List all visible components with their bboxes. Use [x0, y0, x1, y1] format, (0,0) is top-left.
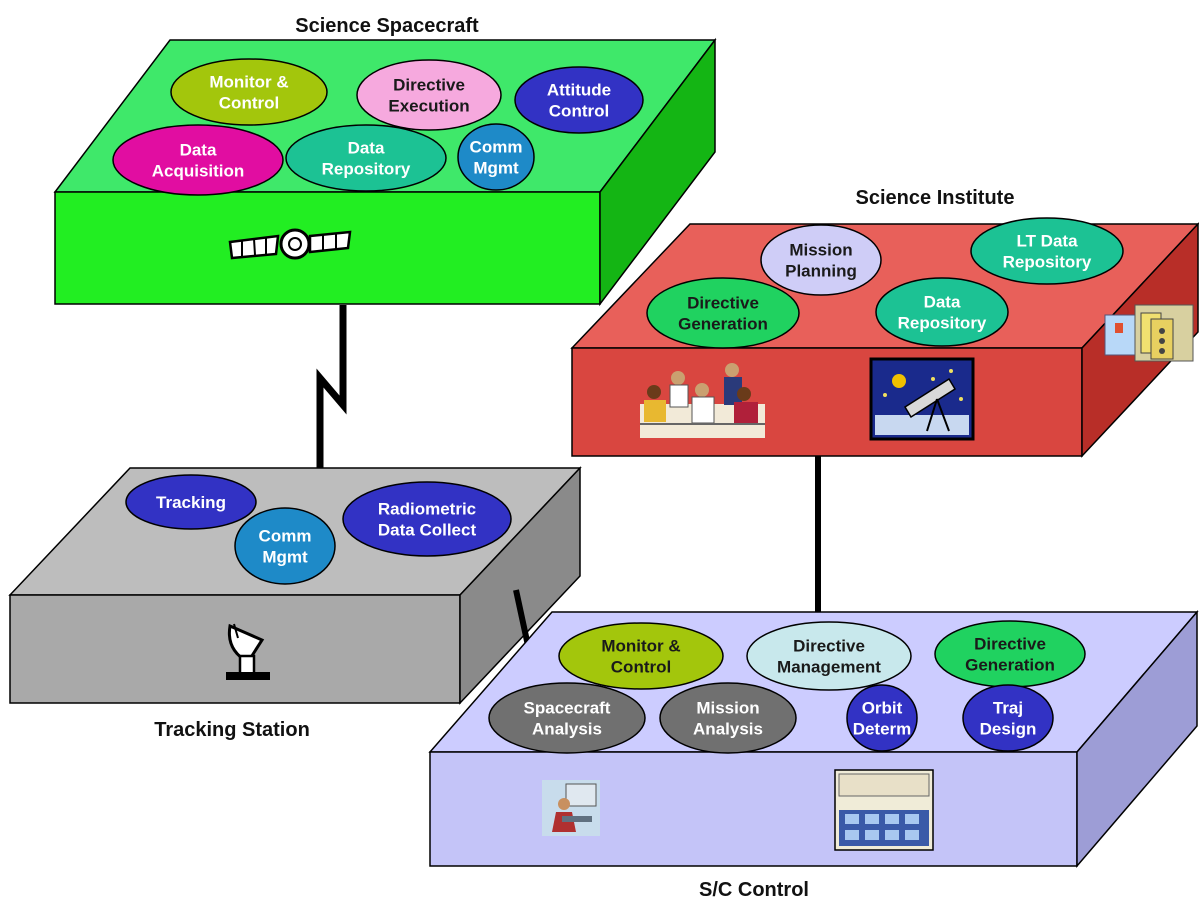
- node-label: Tracking: [156, 493, 226, 512]
- node-sc-monitor: Monitor & Control: [170, 58, 328, 126]
- node-label: Acquisition: [152, 162, 245, 181]
- node-ts-tracking: Tracking: [125, 474, 257, 530]
- satellite-icon: [228, 228, 352, 260]
- node-label: Generation: [965, 656, 1055, 675]
- node-ellipse: [125, 474, 257, 530]
- node-ellipse: [514, 66, 644, 134]
- node-label: Directive: [793, 637, 865, 656]
- node-label: Traj: [993, 699, 1023, 718]
- node-label: Comm: [470, 138, 523, 157]
- node-ellipse: [875, 277, 1009, 347]
- node-ellipse: [659, 682, 797, 754]
- meeting-people-icon: [640, 363, 765, 438]
- node-label: Mgmt: [262, 548, 308, 567]
- node-ellipse: [934, 620, 1086, 688]
- node-label: Data: [348, 139, 385, 158]
- node-ellipse: [356, 59, 502, 131]
- telescope-icon: [869, 357, 975, 441]
- node-ellipse: [646, 277, 800, 349]
- node-ellipse: [342, 481, 512, 557]
- node-label: Data Collect: [378, 521, 477, 540]
- node-ellipse: [488, 682, 646, 754]
- node-cc-monitor: Monitor & Control: [558, 622, 724, 690]
- spacecraft-title: Science Spacecraft: [295, 15, 479, 37]
- node-label: Mgmt: [473, 159, 519, 178]
- node-label: Repository: [322, 160, 411, 179]
- node-ellipse: [746, 621, 912, 691]
- node-label: Directive: [687, 294, 759, 313]
- node-label: Monitor &: [601, 637, 680, 656]
- node-ellipse: [112, 124, 284, 196]
- function-nodes: Monitor &ControlDirectiveExecutionAttitu…: [112, 58, 1124, 754]
- node-label: Orbit: [862, 699, 903, 718]
- node-ellipse: [234, 507, 336, 585]
- node-ellipse: [970, 217, 1124, 285]
- node-label: Spacecraft: [524, 699, 611, 718]
- tracking-title: Tracking Station: [154, 719, 310, 741]
- filing-cabinet-icon: [1104, 304, 1194, 362]
- spacecraft-side-face: [599, 37, 716, 307]
- node-label: Design: [980, 720, 1037, 739]
- tracking-side-face: [459, 466, 581, 705]
- node-label: Attitude: [547, 81, 611, 100]
- node-label: Management: [777, 658, 881, 677]
- control-title: S/C Control: [699, 879, 809, 901]
- node-label: Comm: [259, 527, 312, 546]
- control-front-face: [429, 751, 1078, 867]
- institute-title: Science Institute: [856, 187, 1015, 209]
- node-label: Execution: [388, 97, 469, 116]
- node-label: Directive: [393, 76, 465, 95]
- node-label: Mission: [696, 699, 759, 718]
- node-ellipse: [846, 684, 918, 752]
- node-label: Control: [219, 94, 279, 113]
- node-label: Radiometric: [378, 500, 476, 519]
- node-label: Data: [924, 293, 961, 312]
- node-label: Analysis: [693, 720, 763, 739]
- control-room-icon: [834, 769, 934, 851]
- node-label: Repository: [1003, 253, 1092, 272]
- node-label: Determ: [853, 720, 912, 739]
- node-label: Control: [611, 658, 671, 677]
- node-label: Monitor &: [209, 73, 288, 92]
- node-ellipse: [760, 224, 882, 296]
- node-ellipse: [962, 684, 1054, 752]
- radar-dish-icon: [226, 623, 270, 680]
- node-ellipse: [285, 124, 447, 192]
- node-label: Planning: [785, 262, 857, 281]
- spacecraft-tracking-link: [316, 305, 347, 472]
- node-label: Control: [549, 102, 609, 121]
- node-ellipse: [457, 123, 535, 191]
- control-side-face: [1076, 609, 1198, 869]
- operator-desk-icon: [542, 780, 600, 836]
- node-label: Data: [180, 141, 217, 160]
- node-label: Directive: [974, 635, 1046, 654]
- node-label: Analysis: [532, 720, 602, 739]
- node-label: Generation: [678, 315, 768, 334]
- node-label: LT Data: [1016, 232, 1078, 251]
- node-ellipse: [558, 622, 724, 690]
- node-label: Repository: [898, 314, 987, 333]
- node-ellipse: [170, 58, 328, 126]
- node-label: Mission: [789, 241, 852, 260]
